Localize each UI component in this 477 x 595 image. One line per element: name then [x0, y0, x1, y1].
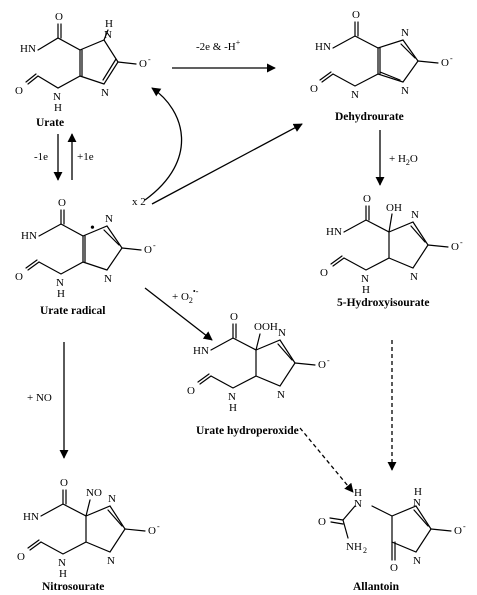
atom-label: H	[57, 288, 65, 300]
atom-label: O	[144, 244, 152, 256]
atom-charge: -	[327, 356, 330, 365]
atom-label: N	[410, 271, 418, 283]
nitrosourate-structure: O NO HN O N H N N O - Nitrosourate	[17, 477, 160, 593]
atom-label: O	[148, 525, 156, 537]
urate-structure: O HN O N H H N N O - Urate	[15, 11, 151, 129]
atom-label: O	[318, 516, 326, 528]
condition-superoxide: + O2•-	[172, 287, 199, 305]
atom-label: N	[53, 91, 61, 103]
atom-label: N	[105, 213, 113, 225]
label-urate-hydroperoxide: Urate hydroperoxide	[196, 425, 299, 437]
atom-label: H	[354, 487, 362, 499]
atom-label: N	[278, 327, 286, 339]
atom-label: N	[107, 555, 115, 567]
atom-label: N	[277, 389, 285, 401]
condition-minus-e: -1e	[34, 151, 48, 163]
condition-plus-e: +1e	[77, 151, 94, 163]
atom-label: H	[229, 402, 237, 414]
atom-label: O	[352, 9, 360, 21]
atom-label: N	[413, 497, 421, 509]
atom-label: O	[60, 477, 68, 489]
atom-label: O	[454, 525, 462, 537]
atom-label: O	[17, 551, 25, 563]
atom-charge: -	[157, 522, 160, 531]
atom-label: N	[361, 273, 369, 285]
dehydrourate-structure: O HN O N N N O - Dehydrourate	[310, 9, 453, 123]
atom-label: N	[413, 555, 421, 567]
atom-label: H	[54, 102, 62, 114]
atom-charge: -	[450, 54, 453, 63]
atom-label: O	[363, 193, 371, 205]
atom-label: OH	[386, 202, 402, 214]
condition-no: + NO	[27, 392, 52, 404]
allantoin-structure: H N O NH 2 H N N O O - Allantoin	[318, 486, 466, 593]
radical-dot: •	[90, 221, 95, 236]
atom-label: O	[441, 57, 449, 69]
atom-label: O	[230, 311, 238, 323]
label-hydroxyisourate: 5-Hydroxyisourate	[337, 297, 429, 309]
atom-label: N	[104, 29, 112, 41]
atom-label: N	[351, 89, 359, 101]
atom-charge: -	[460, 238, 463, 247]
atom-label: NO	[86, 487, 102, 499]
atom-label: HN	[193, 345, 209, 357]
atom-label: N	[108, 493, 116, 505]
label-dehydrourate: Dehydrourate	[335, 111, 404, 123]
atom-label: HN	[326, 226, 342, 238]
atom-label: N	[228, 391, 236, 403]
atom-charge: -	[148, 55, 151, 64]
label-allantoin: Allantoin	[353, 581, 400, 593]
atom-label: H	[105, 18, 113, 30]
atom-label: O	[310, 83, 318, 95]
condition-x2: x 2	[132, 196, 146, 208]
atom-label: O	[15, 85, 23, 97]
arrow-radical-dimerization-to-urate	[144, 87, 183, 201]
atom-label: O	[15, 271, 23, 283]
atom-label: H	[362, 284, 370, 296]
atom-label: HN	[20, 43, 36, 55]
label-urate: Urate	[36, 117, 64, 129]
atom-label: O	[58, 197, 66, 209]
atom-label: O	[139, 58, 147, 70]
atom-label: O	[320, 267, 328, 279]
atom-label: O	[318, 359, 326, 371]
atom-label: N	[104, 273, 112, 285]
atom-charge: -	[153, 241, 156, 250]
atom-subscript: 2	[363, 546, 367, 555]
atom-label: O	[451, 241, 459, 253]
hydroxyisourate-structure: O OH HN O N H N N O - 5-Hydroxyisourate	[320, 193, 463, 309]
atom-label: N	[354, 498, 362, 510]
atom-label: N	[401, 27, 409, 39]
atom-label: O	[187, 385, 195, 397]
label-urate-radical: Urate radical	[40, 305, 105, 317]
atom-label: O	[390, 562, 398, 574]
arrow-hydroperoxide-to-allantoin	[299, 427, 354, 493]
atom-label: OOH	[254, 321, 278, 333]
arrow-radical-to-hydroperoxide	[144, 287, 213, 341]
atom-label: NH	[346, 541, 362, 553]
atom-label: N	[101, 87, 109, 99]
atom-label: HN	[23, 511, 39, 523]
atom-label: H	[59, 568, 67, 580]
atom-label: N	[411, 209, 419, 221]
condition-oxidation: -2e & -H+	[196, 38, 241, 53]
atom-charge: -	[463, 522, 466, 531]
atom-label: O	[55, 11, 63, 23]
atom-label: N	[56, 277, 64, 289]
urate-radical-structure: O HN O N H N N O - • Urate radical	[15, 197, 156, 317]
atom-label: N	[58, 557, 66, 569]
atom-label: N	[401, 85, 409, 97]
atom-label: HN	[315, 41, 331, 53]
condition-water: + H2O	[389, 153, 418, 167]
arrow-radical-to-dehydrourate	[151, 123, 303, 205]
label-nitrosourate: Nitrosourate	[42, 581, 104, 593]
atom-label: HN	[21, 230, 37, 242]
atom-label: H	[414, 486, 422, 498]
urate-hydroperoxide-structure: O OOH HN O N H N N O - Urate hydroperoxi…	[187, 311, 330, 437]
